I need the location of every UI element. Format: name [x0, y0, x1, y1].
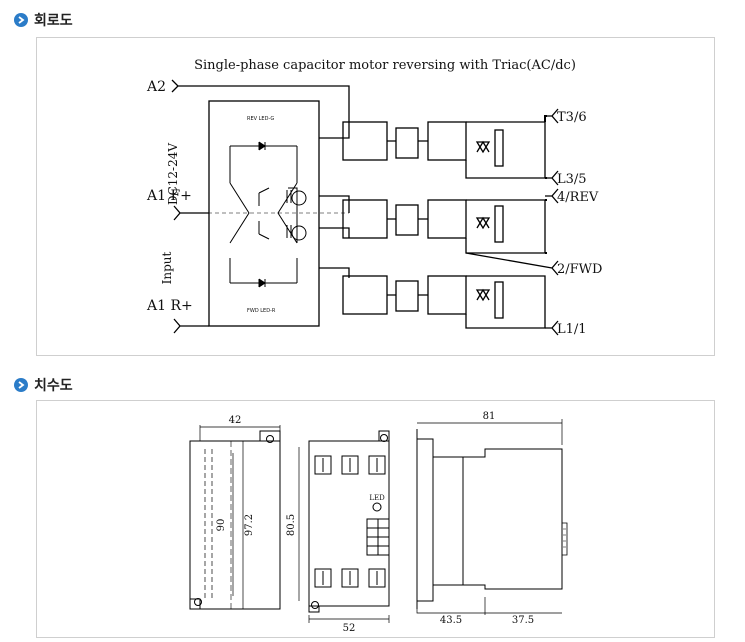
led-label: LED: [369, 494, 385, 502]
dim-side-height: 97.2: [244, 514, 255, 536]
label-supply: DC12-24V: [166, 143, 180, 205]
label-l3: L3/5: [557, 172, 587, 187]
channel-bot: [342, 275, 467, 315]
circuit-title: Single-phase capacitor motor reversing w…: [194, 58, 576, 73]
chevron-right-icon: [14, 13, 28, 27]
label-fwd: 2/FWD: [557, 262, 602, 277]
label-a1f: A1 F+: [146, 188, 192, 204]
dimension-drawing: 42 90 97.2: [189, 411, 568, 634]
dim-profile-b: 37.5: [512, 615, 534, 626]
circuit-panel: Single-phase capacitor motor reversing w…: [36, 37, 715, 356]
section-heading-circuit: 회로도: [14, 10, 73, 30]
channel-top: [342, 121, 467, 161]
profile-view: [416, 419, 568, 615]
dim-front-height: 80.5: [286, 514, 297, 536]
section-title: 치수도: [34, 378, 73, 394]
dim-side-inner-height: 90: [216, 519, 227, 532]
side-view: [189, 425, 281, 610]
rev-led-label: REV LED-G: [247, 116, 274, 122]
label-rev: 4/REV: [557, 190, 599, 205]
label-input: Input: [160, 251, 174, 284]
label-t3: T3/6: [557, 110, 587, 125]
dim-side-width: 42: [229, 415, 242, 426]
label-a2: A2: [146, 79, 166, 95]
channel-mid: [342, 199, 467, 239]
fwd-led-label: FWD LED-R: [247, 308, 276, 314]
section-heading-dimensions: 치수도: [14, 375, 73, 395]
control-block: [208, 100, 320, 327]
label-l1: L1/1: [557, 322, 587, 337]
dim-profile-width: 81: [483, 411, 496, 422]
dim-front-width: 52: [343, 623, 356, 634]
dim-profile-a: 43.5: [440, 615, 462, 626]
label-a1r: A1 R+: [146, 298, 193, 314]
dimension-panel: 42 90 97.2: [36, 400, 715, 638]
chevron-right-icon: [14, 378, 28, 392]
section-title: 회로도: [34, 13, 73, 29]
front-view: [298, 430, 390, 623]
circuit-diagram: Single-phase capacitor motor reversing w…: [146, 58, 602, 337]
